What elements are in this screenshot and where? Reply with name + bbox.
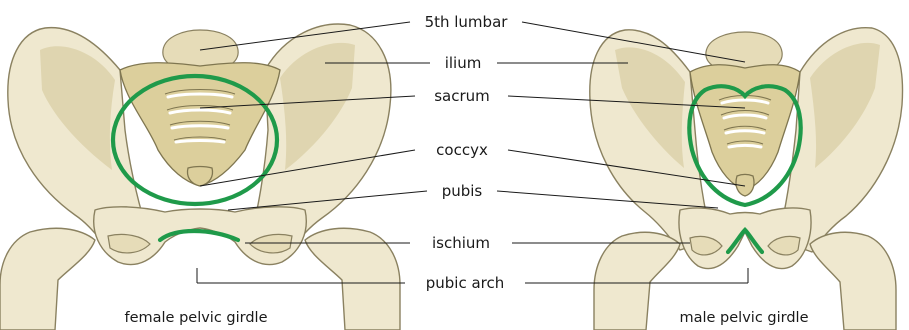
male-right-femur [810,232,896,330]
male-sacrum [690,65,800,190]
male-pelvis-illustration [590,28,903,330]
label-ilium: ilium [445,54,482,72]
label-pubic-arch: pubic arch [426,274,505,292]
male-left-femur [594,232,680,330]
label-sacrum: sacrum [434,87,490,105]
female-pelvis-illustration [0,24,400,330]
female-right-femur [305,228,400,330]
label-5th-lumbar: 5th lumbar [425,13,509,31]
caption-female-pelvic-girdle: female pelvic girdle [124,310,267,326]
labels: 5th lumbar ilium sacrum coccyx pubis isc… [425,13,509,292]
caption-male-pelvic-girdle: male pelvic girdle [679,310,808,326]
label-coccyx: coccyx [436,141,488,159]
label-ischium: ischium [432,234,490,252]
female-left-femur [0,228,95,330]
label-pubis: pubis [442,182,483,200]
